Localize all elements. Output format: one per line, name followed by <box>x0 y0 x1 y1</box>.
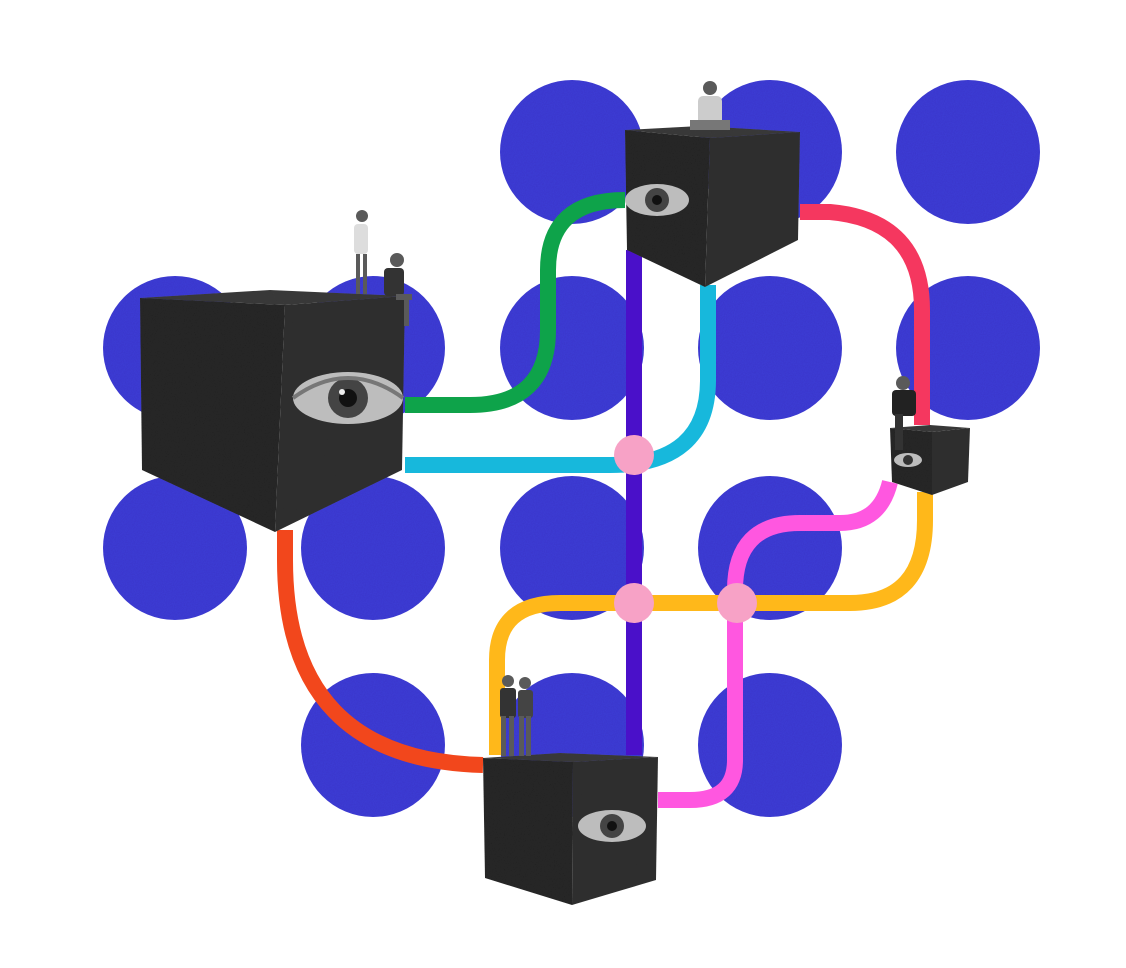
eyes <box>291 184 922 842</box>
junction-dot <box>614 435 654 475</box>
blue-dot <box>500 80 644 224</box>
orange-line <box>277 530 484 773</box>
green-line <box>405 192 626 413</box>
person-figure <box>384 253 412 326</box>
eye-icon <box>578 810 646 842</box>
person-figure <box>500 675 516 756</box>
person-figure <box>690 81 730 130</box>
person-figure <box>892 376 916 450</box>
junction-dot <box>614 583 654 623</box>
eye-icon <box>291 372 405 424</box>
magenta-line <box>658 479 898 808</box>
blue-dot <box>896 276 1040 420</box>
blue-dot <box>500 476 644 620</box>
blue-dot <box>698 276 842 420</box>
yellow-line <box>489 492 933 755</box>
red-line <box>800 204 930 425</box>
junctions <box>614 435 757 623</box>
people <box>354 81 916 756</box>
person-figure <box>518 677 533 756</box>
eye-icon <box>625 184 689 216</box>
blue-dot <box>301 476 445 620</box>
blue-dot <box>896 80 1040 224</box>
person-figure <box>354 210 368 294</box>
junction-dot <box>717 583 757 623</box>
eye-icon <box>894 453 922 467</box>
blue-dot <box>103 476 247 620</box>
